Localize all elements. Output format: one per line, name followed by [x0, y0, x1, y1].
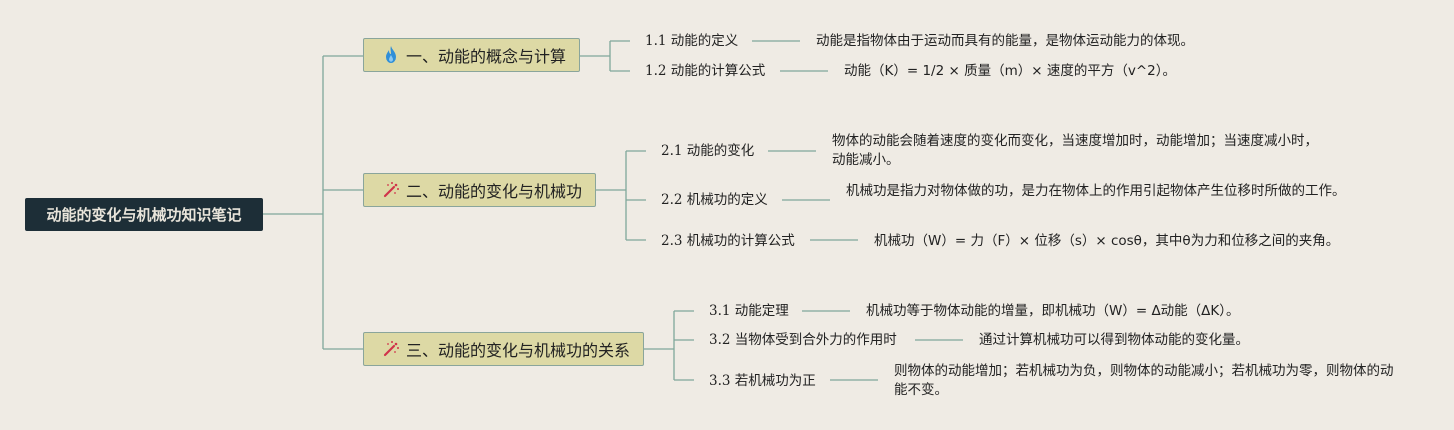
note-3-2: 通过计算机械功可以得到物体动能的变化量。 [979, 332, 1249, 348]
flame-icon [381, 45, 401, 65]
subtopic-2-2[interactable]: 2.2 机械功的定义 [661, 192, 768, 208]
subtopic-1-1[interactable]: 1.1 动能的定义 [645, 33, 739, 49]
branch-1-node[interactable]: 一、动能的概念与计算 [363, 38, 580, 72]
subtopic-2-3[interactable]: 2.3 机械功的计算公式 [661, 233, 795, 249]
note-3-3: 则物体的动能增加；若机械功为负，则物体的动能减小；若机械功为零，则物体的动能不变… [894, 363, 1394, 398]
subtopic-3-1[interactable]: 3.1 动能定理 [709, 303, 789, 319]
magic-wand-icon [381, 180, 401, 200]
branch-2-node[interactable]: 二、动能的变化与机械功 [363, 173, 596, 207]
subtopic-1-2[interactable]: 1.2 动能的计算公式 [645, 63, 766, 79]
branch-1-title: 一、动能的概念与计算 [406, 47, 567, 66]
note-2-2: 机械功是指力对物体做的功，是力在物体上的作用引起物体产生位移时所做的工作。 [846, 183, 1346, 199]
branch-2-title: 二、动能的变化与机械功 [406, 182, 583, 201]
subtopic-2-1[interactable]: 2.1 动能的变化 [661, 143, 755, 159]
note-2-1: 物体的动能会随着速度的变化而变化，当速度增加时，动能增加；当速度减小时，动能减小… [832, 133, 1318, 168]
subtopic-3-2[interactable]: 3.2 当物体受到合外力的作用时 [709, 332, 897, 348]
branch-3-node[interactable]: 三、动能的变化与机械功的关系 [363, 332, 644, 366]
note-3-1: 机械功等于物体动能的增量，即机械功（W）= Δ动能（ΔK）。 [866, 303, 1240, 319]
note-2-3: 机械功（W）= 力（F）× 位移（s）× cosθ，其中θ为力和位移之间的夹角。 [874, 233, 1340, 249]
note-1-2: 动能（K）= 1/2 × 质量（m）× 速度的平方（v^2）。 [844, 63, 1176, 79]
branch-3-title: 三、动能的变化与机械功的关系 [406, 341, 631, 360]
root-node[interactable]: 动能的变化与机械功知识笔记 [25, 198, 263, 231]
magic-wand-icon [381, 339, 401, 359]
root-title: 动能的变化与机械功知识笔记 [46, 206, 242, 224]
note-1-1: 动能是指物体由于运动而具有的能量，是物体运动能力的体现。 [816, 33, 1194, 49]
subtopic-3-3[interactable]: 3.3 若机械功为正 [709, 373, 816, 389]
